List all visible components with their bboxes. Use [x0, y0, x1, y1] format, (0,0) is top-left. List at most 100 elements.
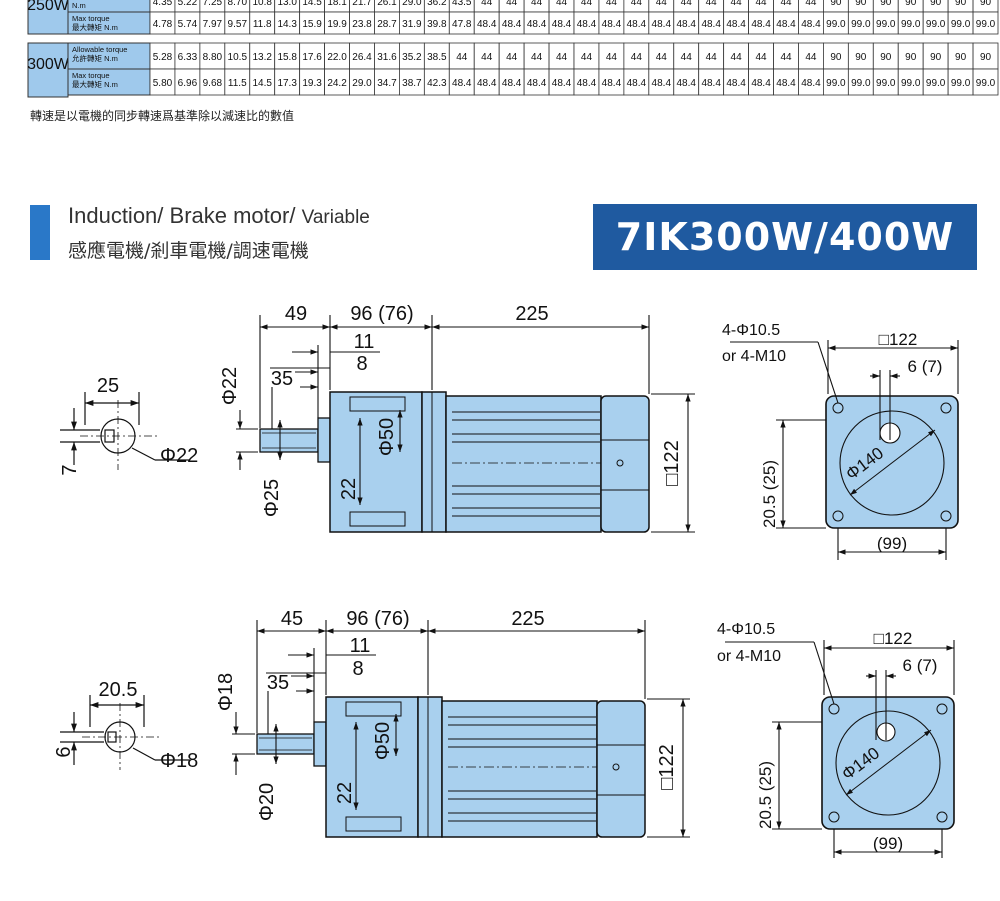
holes-label: 4-Φ10.5: [722, 322, 780, 339]
table-cell: 17.6: [302, 52, 322, 63]
table-cell: 44: [805, 0, 817, 8]
table-cell: 90: [830, 0, 842, 8]
height-label: 20.5 (25): [756, 761, 775, 829]
table-cell: 99.0: [876, 19, 896, 30]
table-cell: 17.3: [277, 78, 297, 89]
table-cell: 9.68: [203, 78, 223, 89]
table-cell: 90: [980, 52, 992, 63]
bottom-label: (99): [877, 534, 907, 553]
table-cell: 8.80: [203, 52, 223, 63]
front-square-label: □122: [874, 629, 913, 648]
table-cell: 48.4: [502, 78, 522, 89]
table-cell: 99.0: [951, 78, 971, 89]
table-cell: 48.4: [627, 19, 647, 30]
table-cell: 44: [481, 52, 493, 63]
dim-flange: 49: [285, 303, 307, 325]
table-cell: 48.4: [627, 78, 647, 89]
table-cell: 4.35: [153, 0, 173, 8]
table-cell: 19.3: [302, 78, 322, 89]
table-cell: 44: [780, 52, 792, 63]
table-cell: 29.0: [352, 78, 372, 89]
table-cell: 44: [606, 0, 618, 8]
table-cell: 9.57: [228, 19, 248, 30]
table-cell: 44: [706, 0, 718, 8]
table-cell: 6.96: [178, 78, 198, 89]
table-cell: 90: [905, 52, 917, 63]
table-cell: 48.4: [527, 19, 547, 30]
table-cell: 48.4: [577, 19, 597, 30]
table-cell: 38.5: [427, 52, 447, 63]
table-cell: 26.4: [352, 52, 372, 63]
bottom-label: (99): [873, 834, 903, 853]
table-cell: 5.74: [178, 19, 198, 30]
table-cell: 13.0: [277, 0, 297, 8]
table-cell: 44: [706, 52, 718, 63]
front-square-label: □122: [879, 330, 918, 349]
table-cell: 44: [631, 52, 643, 63]
table-cell: 31.6: [377, 52, 397, 63]
table-cell: 44: [656, 0, 668, 8]
table-cell: 48.4: [801, 19, 821, 30]
dim-shaft-dia: Φ18: [215, 673, 237, 711]
table-cell: 44: [755, 0, 767, 8]
table-cell: 15.9: [302, 19, 322, 30]
table-cell: 44: [581, 0, 593, 8]
table-cell: 14.3: [277, 19, 297, 30]
table-cell: 38.7: [402, 78, 422, 89]
dim-8: 8: [356, 353, 367, 375]
group-label: 300W: [27, 56, 70, 73]
table-cell: 48.4: [527, 78, 547, 89]
holes-label: 4-Φ10.5: [717, 621, 775, 638]
table-cell: 10.5: [228, 52, 248, 63]
table-cell: 99.0: [851, 19, 871, 30]
model-label: 7IK300W/400W: [593, 204, 977, 270]
table-cell: 5.28: [153, 52, 173, 63]
spec-table: 250W允許轉矩N.m4.355.227.258.7010.813.014.51…: [27, 0, 999, 98]
table-cell: 8.70: [228, 0, 248, 8]
title-en-part2: Variable: [301, 207, 370, 228]
table-cell: 44: [531, 52, 543, 63]
table-cell: 13.2: [253, 52, 273, 63]
table-cell: 44: [755, 52, 767, 63]
table-cell: 48.4: [701, 19, 721, 30]
table-cell: 90: [930, 0, 942, 8]
table-cell: 48.4: [602, 78, 622, 89]
table-cell: 44: [556, 0, 568, 8]
table-cell: 11.5: [228, 78, 247, 89]
table-cell: 48.4: [552, 78, 572, 89]
table-cell: 48.4: [477, 78, 497, 89]
table-cell: 90: [880, 52, 892, 63]
shaft-dia-label: Φ22: [160, 445, 198, 467]
table-cell: 44: [780, 0, 792, 8]
table-cell: 6.33: [178, 52, 198, 63]
table-cell: 99.0: [951, 19, 971, 30]
front-dimension-lines: [730, 340, 959, 560]
table-cell: 44: [531, 0, 543, 8]
table-cell: 90: [830, 52, 842, 63]
table-cell: 44: [506, 0, 518, 8]
table-cell: 90: [855, 0, 867, 8]
table-cell: 26.1: [377, 0, 397, 8]
table-cell: 19.9: [327, 19, 347, 30]
table-cell: 90: [880, 0, 892, 8]
dim-motor: 225: [515, 303, 548, 325]
title-en-part1: Induction/ Brake motor/: [68, 203, 296, 228]
table-cell: 44: [631, 0, 643, 8]
table-cell: 90: [955, 0, 967, 8]
table-cell: 44: [805, 52, 817, 63]
table-cell: 99.0: [976, 19, 996, 30]
table-cell: 34.7: [377, 78, 397, 89]
table-cell: 99.0: [926, 78, 946, 89]
dim-22: 22: [334, 782, 356, 804]
table-cell: 48.4: [602, 19, 622, 30]
dim-11: 11: [354, 331, 375, 353]
dim-square: □122: [661, 440, 683, 485]
table-cell: 5.22: [178, 0, 198, 8]
table-cell: 44: [481, 0, 493, 8]
dim-boss-dia: Φ25: [261, 479, 283, 517]
side-dimension-lines: [232, 620, 690, 838]
offset-label: 6 (7): [908, 357, 943, 376]
